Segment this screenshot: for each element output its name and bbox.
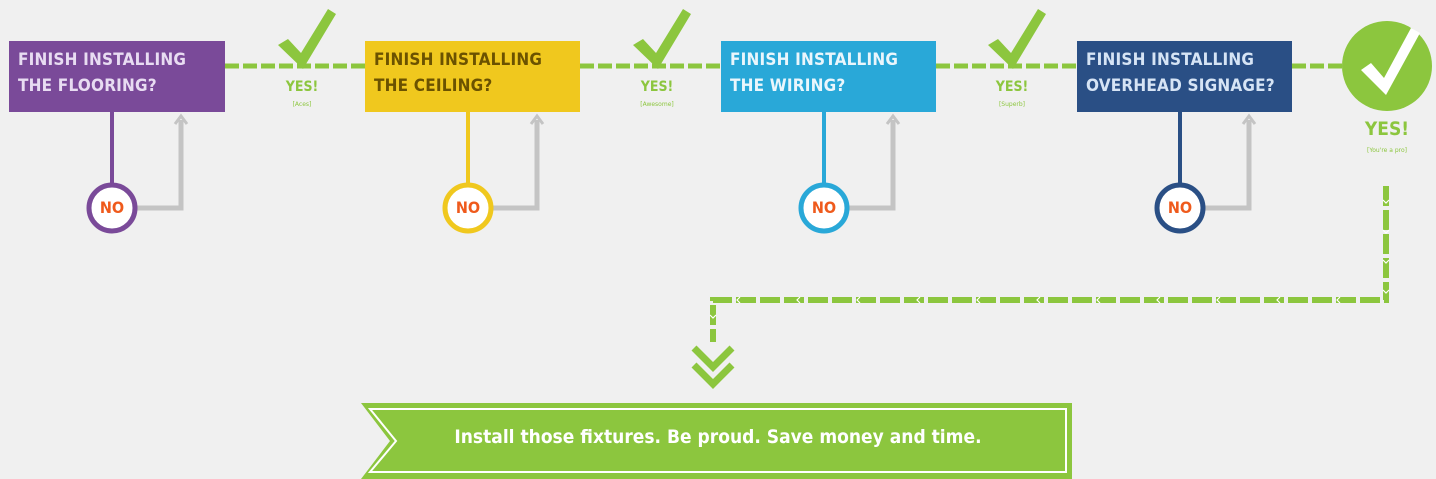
yes-label: YES! [1364, 118, 1410, 140]
step-box-4: FINISH INSTALLING OVERHEAD SIGNAGE? [1077, 41, 1292, 112]
final-banner [361, 403, 1072, 479]
yes-note: [Awesome] [640, 101, 674, 108]
step-box-1: FINISH INSTALLING THE FLOORING? [9, 41, 225, 112]
step-question-line1: FINISH INSTALLING [1086, 50, 1255, 70]
step-question-line1: FINISH INSTALLING [730, 50, 899, 70]
yes-note: [You're a pro] [1366, 147, 1407, 154]
step-question-line1: FINISH INSTALLING [18, 50, 187, 70]
arrow-up-icon [529, 113, 545, 125]
arrow-up-icon [173, 113, 189, 125]
double-chevron-down-icon [691, 345, 735, 389]
check-icon [988, 9, 1046, 69]
step-question-line2: THE FLOORING? [18, 76, 157, 96]
final-message: Install those fixtures. Be proud. Save m… [454, 426, 982, 448]
no-circle [86, 182, 138, 234]
no-label: NO [811, 198, 837, 217]
yes-label: YES! [285, 79, 319, 95]
no-circle [798, 182, 850, 234]
loop-back-arrow [492, 120, 540, 211]
step-box-2: FINISH INSTALLING THE CEILING? [365, 41, 580, 112]
loop-back-arrow [1204, 120, 1252, 211]
loop-back-arrow [136, 120, 184, 211]
return-path-chevrons [709, 199, 1390, 319]
yes-note: [Aces] [292, 101, 312, 108]
arrow-up-icon [885, 113, 901, 125]
arrow-up-icon [1241, 113, 1257, 125]
step-question-line2: THE WIRING? [730, 76, 846, 96]
return-path [710, 186, 1389, 342]
yes-label: YES! [640, 79, 674, 95]
step-question-line2: OVERHEAD SIGNAGE? [1086, 76, 1275, 96]
yes-label: YES! [995, 79, 1029, 95]
no-label: NO [1167, 198, 1193, 217]
check-icon [278, 9, 336, 69]
step-box-3: FINISH INSTALLING THE WIRING? [721, 41, 936, 112]
loops [86, 112, 1257, 234]
loop-back-arrow [848, 120, 896, 211]
step-question-line1: FINISH INSTALLING [374, 50, 543, 70]
no-label: NO [455, 198, 481, 217]
no-label: NO [99, 198, 125, 217]
no-circle [442, 182, 494, 234]
check-circle-icon [1342, 21, 1432, 111]
yes-note: [Superb] [998, 101, 1026, 108]
check-icon [633, 9, 691, 69]
no-circle [1154, 182, 1206, 234]
step-question-line2: THE CEILING? [374, 76, 493, 96]
